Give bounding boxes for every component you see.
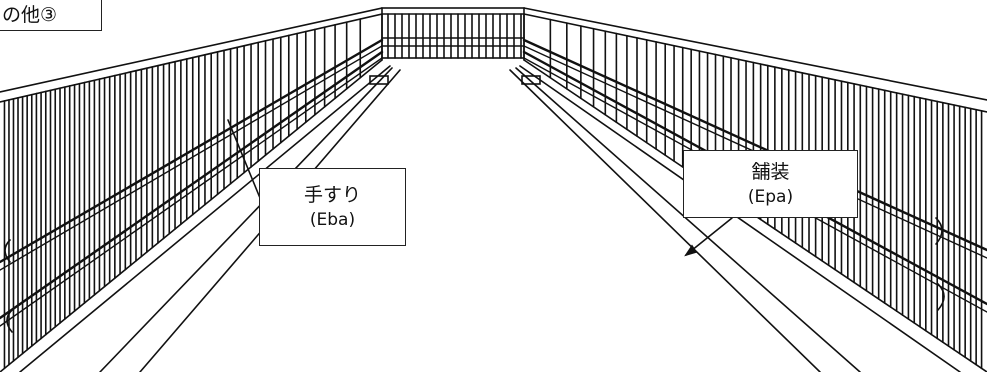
left-handrail — [0, 38, 384, 333]
handrail-label: 手すり (Eba) — [259, 168, 406, 246]
paving-label: 舗装 (Epa) — [683, 150, 858, 218]
drain-grate-right — [521, 75, 541, 85]
far-railing — [381, 7, 525, 59]
left-railing — [0, 7, 401, 372]
paving-label-name: 舗装 — [751, 161, 790, 183]
handrail-leader-line — [227, 119, 261, 199]
drain-grate-left — [369, 75, 389, 85]
handrail-label-name: 手すり — [303, 184, 361, 206]
handrail-label-code: (Eba) — [309, 210, 356, 230]
far-railing-posts — [387, 13, 522, 59]
paving-label-code: (Epa) — [747, 187, 794, 207]
arrow-icon — [684, 217, 733, 257]
figure-title: の他③ — [0, 0, 102, 31]
